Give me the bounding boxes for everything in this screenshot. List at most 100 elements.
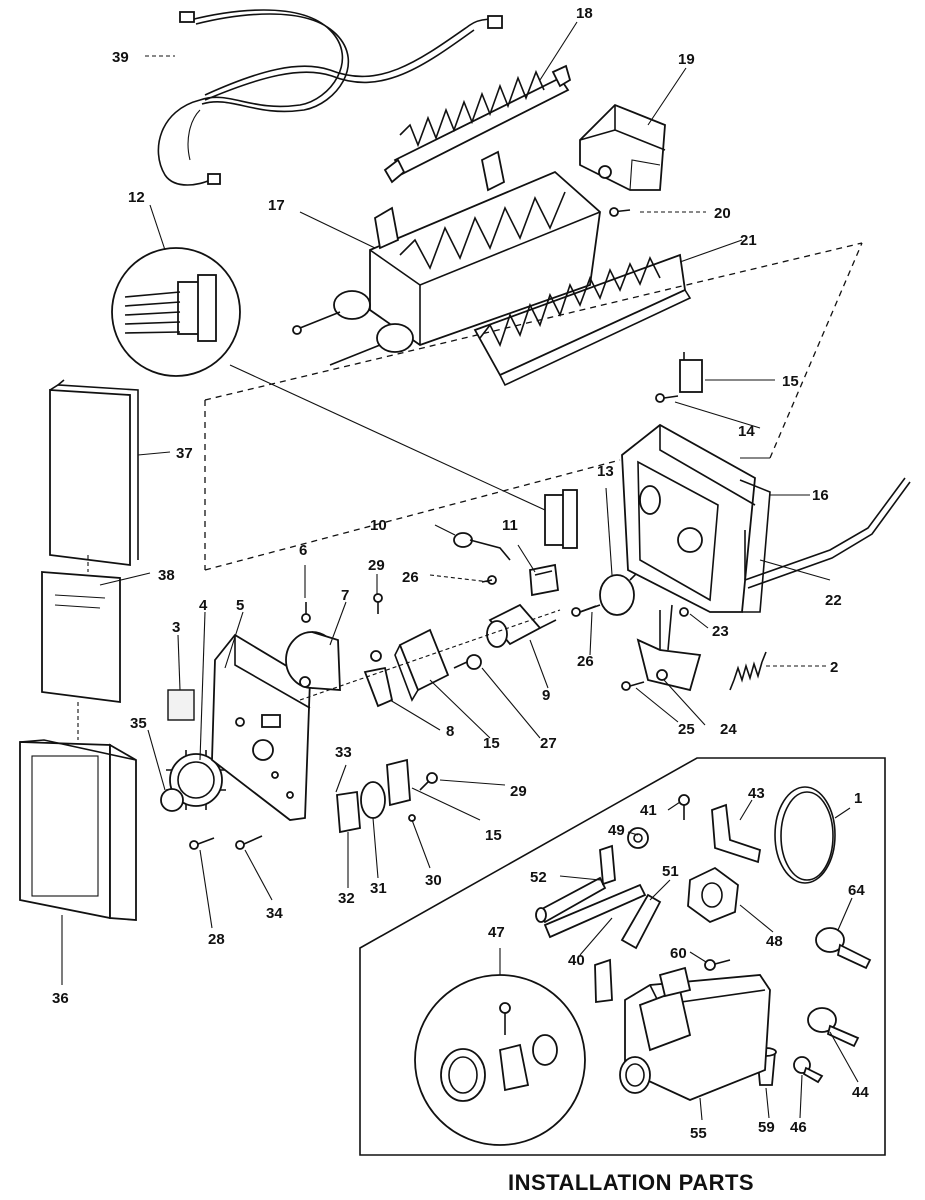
part-labels: 39 18 19 20 17 21 12 15 14 16 22 37 38 1… — [52, 5, 869, 1195]
label-26-upper: 26 — [402, 569, 419, 586]
part-27-bolt — [453, 654, 482, 670]
leader-lines-installation — [559, 799, 859, 1119]
label-13: 13 — [597, 463, 614, 480]
part-28-screw — [189, 837, 215, 850]
label-14: 14 — [738, 423, 755, 440]
part-8-switch-lever — [363, 650, 394, 708]
part-33-bracket — [386, 758, 411, 807]
installation-parts-title: INSTALLATION PARTS — [508, 1170, 754, 1195]
label-36: 36 — [52, 990, 69, 1007]
part-39-wire-harness — [157, 9, 503, 186]
label-22: 22 — [825, 592, 842, 609]
label-46: 46 — [790, 1119, 807, 1136]
part-3-plate — [167, 689, 195, 721]
label-19: 19 — [678, 51, 695, 68]
label-25: 25 — [678, 721, 695, 738]
part-11-clip — [529, 563, 559, 597]
label-52: 52 — [530, 869, 547, 886]
part-4-gear — [160, 750, 226, 812]
part-7-motor — [285, 631, 341, 691]
label-31: 31 — [370, 880, 387, 897]
part-29-screw-lower — [419, 772, 438, 791]
part-24-lever — [636, 604, 702, 692]
label-47: 47 — [488, 924, 505, 941]
label-33: 33 — [335, 744, 352, 761]
label-9: 9 — [542, 687, 550, 704]
part-38-card — [41, 555, 121, 740]
part-9-thermostat — [486, 603, 557, 648]
part-37-manual — [49, 379, 139, 567]
part-22-shutoff-arm — [744, 477, 911, 589]
label-29-lower: 29 — [510, 783, 527, 800]
part-15-switch-center — [394, 628, 450, 702]
part-connector — [544, 489, 578, 549]
part-48-fitting — [687, 866, 739, 924]
part-44-clamp — [807, 1007, 860, 1048]
label-37: 37 — [176, 445, 193, 462]
part-5-support-plate — [211, 633, 311, 821]
part-47-detail-circle — [414, 948, 586, 1146]
part-16-housing — [621, 423, 771, 613]
label-49: 49 — [608, 822, 625, 839]
part-51-tube — [594, 893, 662, 1004]
part-60-screw — [704, 959, 731, 971]
part-26-screw — [571, 605, 597, 617]
part-19-cover — [579, 103, 666, 191]
part-46-clip — [793, 1056, 824, 1084]
label-11: 11 — [502, 517, 518, 534]
part-12-connector-detail — [111, 247, 241, 377]
label-5: 5 — [236, 597, 244, 614]
label-15-lower: 15 — [485, 827, 502, 844]
part-29-screw — [373, 593, 383, 614]
label-15-right: 15 — [782, 373, 799, 390]
label-2: 2 — [830, 659, 838, 676]
label-60: 60 — [670, 945, 687, 962]
label-39: 39 — [112, 49, 129, 66]
part-21-ejector-cover — [473, 253, 692, 387]
label-21: 21 — [740, 232, 757, 249]
label-38: 38 — [158, 567, 175, 584]
part-64-clamp — [815, 927, 872, 970]
part-31-cam — [360, 781, 386, 819]
label-24: 24 — [720, 721, 737, 738]
part-43-bracket — [711, 803, 762, 864]
label-23: 23 — [712, 623, 729, 640]
label-35: 35 — [130, 715, 147, 732]
label-30: 30 — [425, 872, 442, 889]
label-17: 17 — [268, 197, 285, 214]
part-20-screw — [609, 207, 631, 217]
part-25-screw — [621, 681, 645, 691]
part-10-arm — [453, 532, 511, 561]
part-15-switch-right — [679, 352, 703, 393]
label-40: 40 — [568, 952, 585, 969]
label-34: 34 — [266, 905, 283, 922]
label-55: 55 — [690, 1125, 707, 1142]
part-1-tubing-coil — [774, 786, 836, 884]
part-2-spring — [729, 651, 767, 691]
label-4: 4 — [199, 597, 208, 614]
label-51: 51 — [662, 863, 679, 880]
part-17-mold — [292, 150, 601, 366]
part-41-screw — [678, 794, 690, 820]
label-32: 32 — [338, 890, 355, 907]
installation-parts-outline — [359, 757, 886, 1156]
part-23-screw — [679, 607, 689, 617]
label-10: 10 — [370, 517, 387, 534]
label-6: 6 — [299, 542, 307, 559]
label-48: 48 — [766, 933, 783, 950]
part-36-cover-box — [19, 739, 137, 921]
label-27: 27 — [540, 735, 557, 752]
part-49-nut — [627, 827, 649, 849]
label-29-upper: 29 — [368, 557, 385, 574]
label-59: 59 — [758, 1119, 775, 1136]
part-18-ejector — [383, 64, 572, 184]
part-40-strip — [543, 883, 647, 939]
label-7: 7 — [341, 587, 349, 604]
part-34-screw — [235, 835, 263, 850]
label-28: 28 — [208, 931, 225, 948]
label-26-lower: 26 — [577, 653, 594, 670]
label-15-center: 15 — [483, 735, 500, 752]
label-3: 3 — [172, 619, 180, 636]
label-41: 41 — [640, 802, 657, 819]
